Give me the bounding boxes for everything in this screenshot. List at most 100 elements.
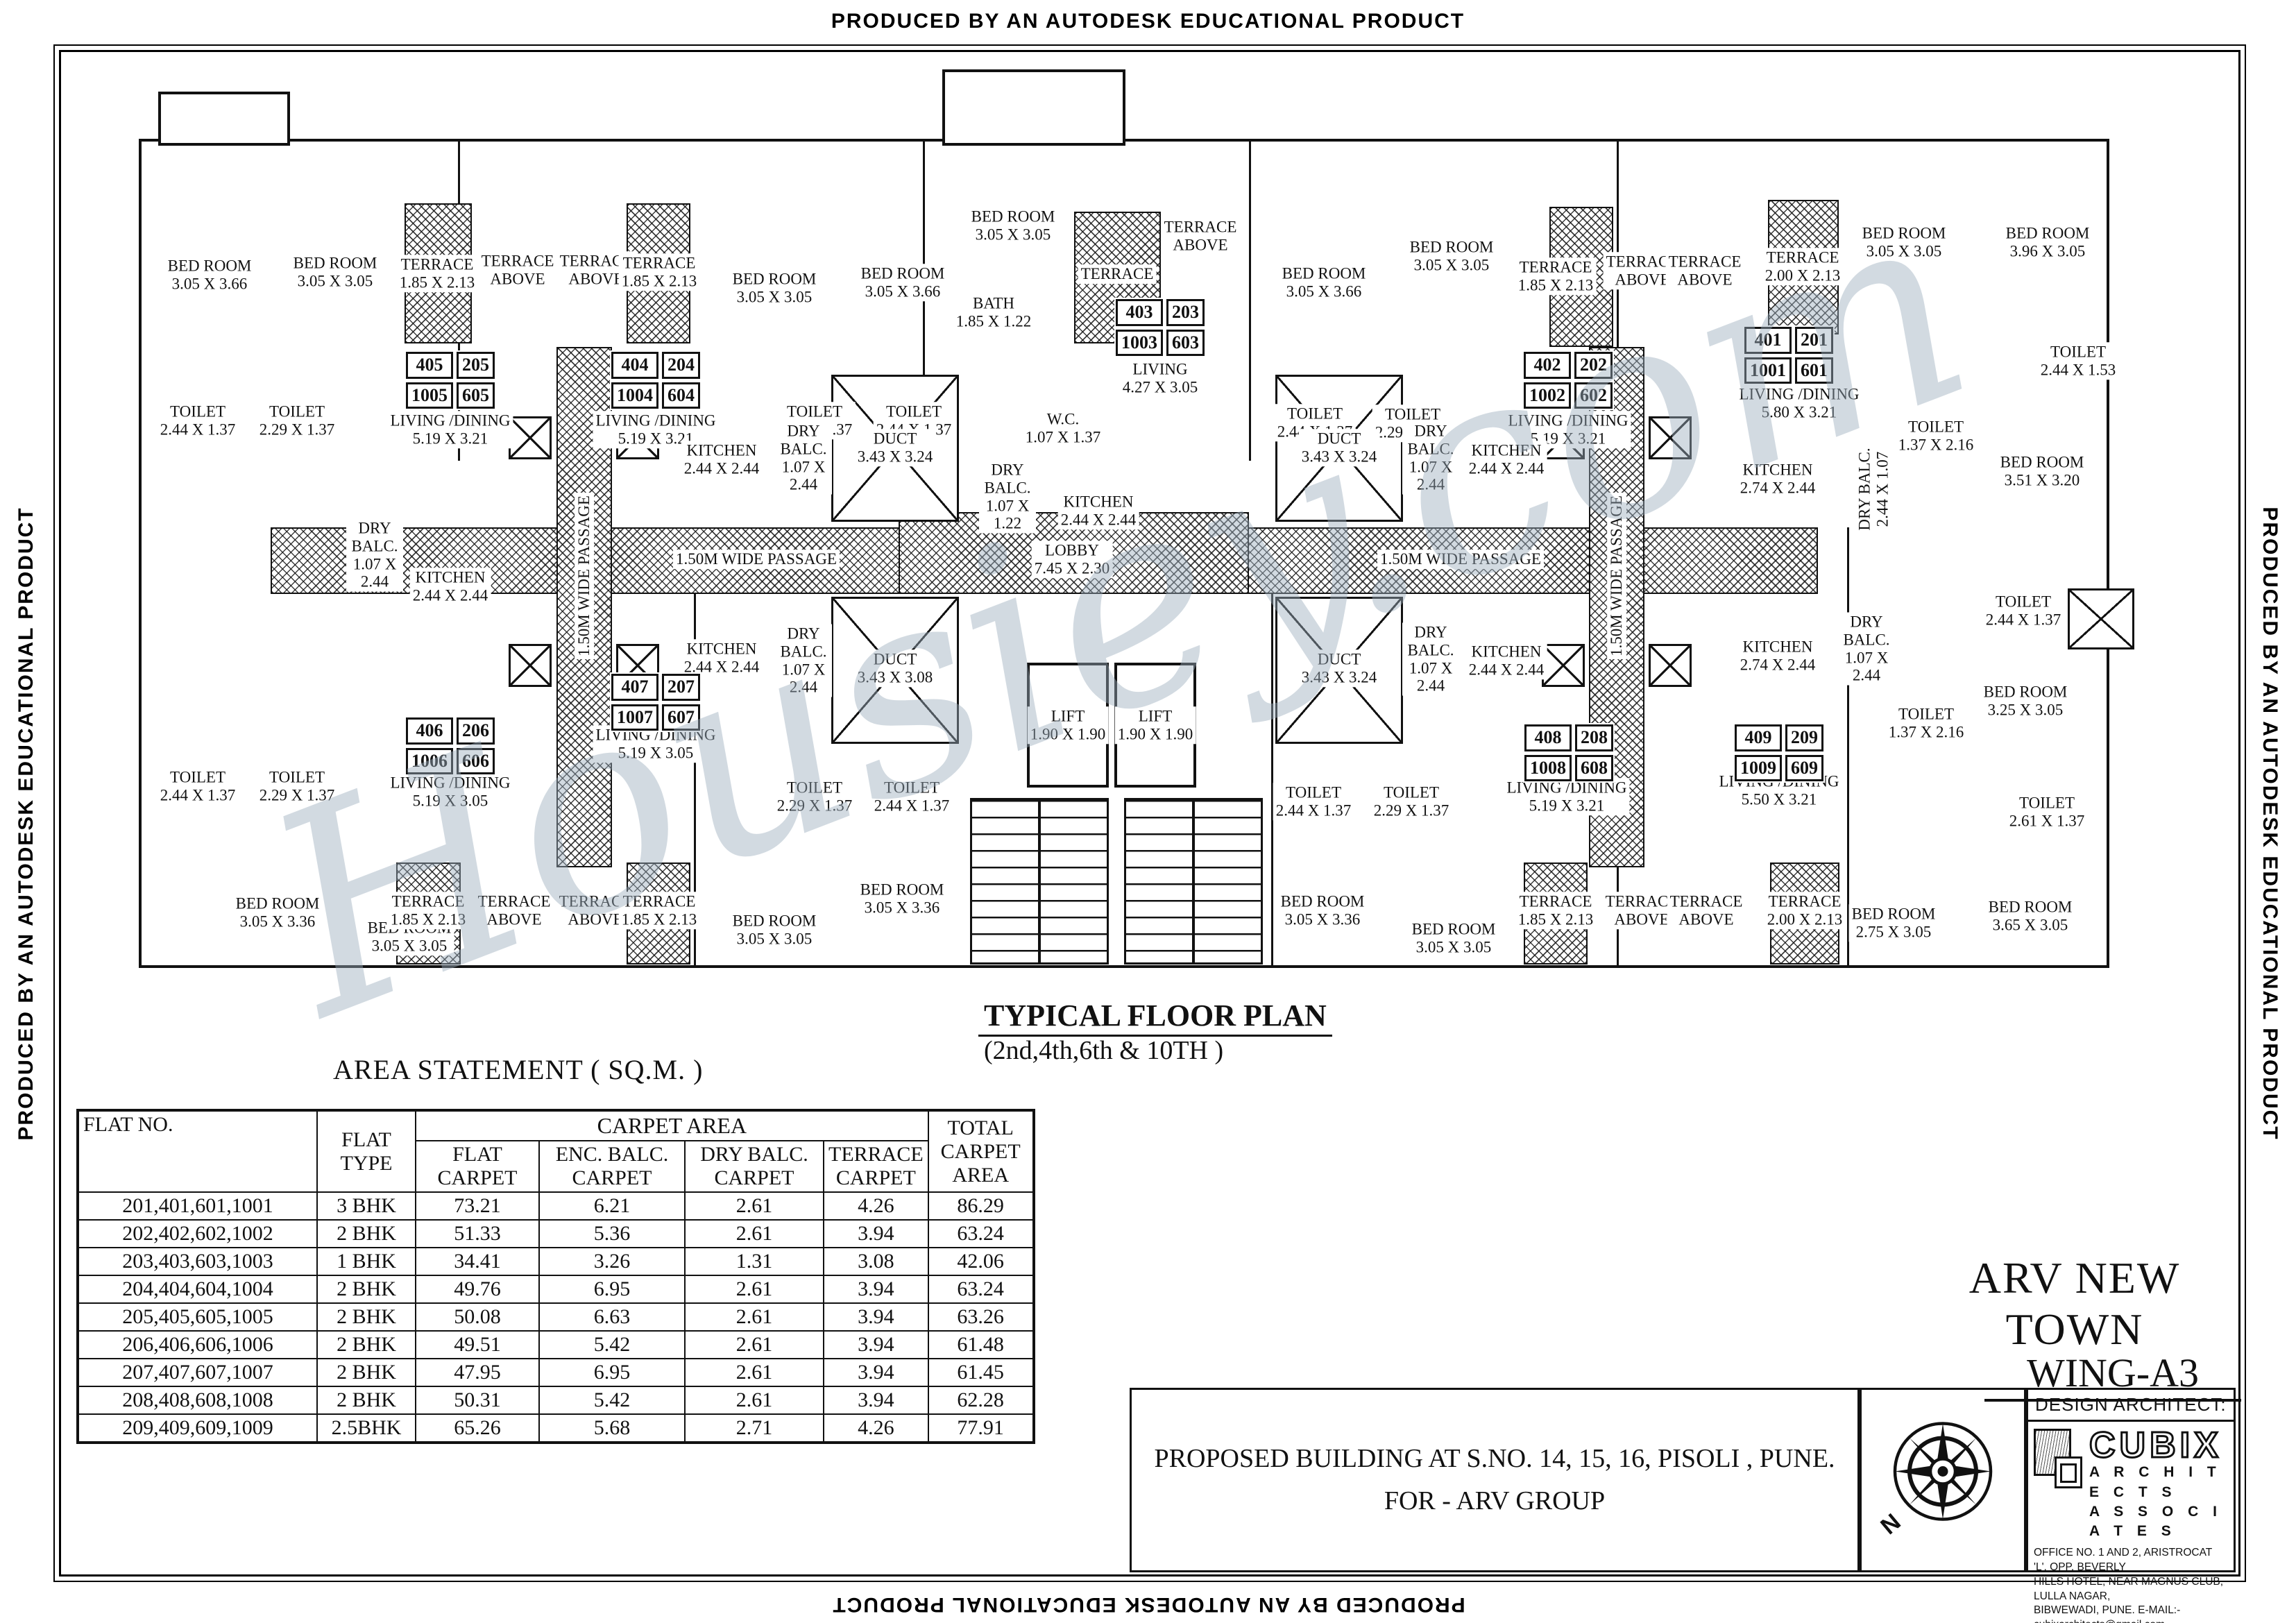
table-cell: 3.94 [823,1219,929,1248]
table-cell: 5.36 [538,1219,686,1248]
cubix-logo-icon [2034,1429,2082,1488]
room-label: DRY BALC.1.07 X 2.44 [1838,612,1895,686]
table-cell: 1 BHK [316,1247,416,1276]
bay-top-left [158,92,290,146]
firm-address-3: BIBWEWADI, PUNE. E-MAIL:- cubixarchitect… [2034,1604,2181,1623]
room-label: DRY BALC.1.07 X 2.44 [1402,421,1459,495]
table-cell: 2 BHK [316,1358,416,1387]
shaft [509,416,552,459]
table-cell: 203,403,603,1003 [77,1247,318,1276]
table-cell: 205,405,605,1005 [77,1302,318,1332]
table-cell: 50.31 [415,1386,540,1415]
bay-top-center [942,69,1125,146]
table-cell: 5.68 [538,1413,686,1443]
room-label: DRY BALC.1.07 X 2.44 [775,421,832,495]
col-flat-carpet: FLAT CARPET [415,1140,540,1193]
room-label: 1.50M WIDE PASSAGE [673,550,840,569]
table-cell: 6.63 [538,1302,686,1332]
wall [923,142,925,461]
north-compass-icon: N [1876,1419,1995,1540]
table-cell: 61.48 [927,1330,1035,1359]
table-cell: 63.24 [927,1275,1035,1304]
shaft [1649,416,1692,459]
table-cell: 47.95 [415,1358,540,1387]
table-cell: 2 BHK [316,1330,416,1359]
room-label: DRY BALC.1.07 X 1.22 [979,460,1036,534]
table-cell: 209,409,609,1009 [77,1413,318,1443]
table-cell: 2.61 [684,1386,824,1415]
table-cell: 2.71 [684,1413,824,1443]
table-cell: 2.61 [684,1330,824,1359]
table-cell: 50.08 [415,1302,540,1332]
compass-box: N [1860,1388,2026,1572]
duct-shaft [831,375,959,522]
col-flat-type: FLAT TYPE [316,1110,416,1193]
room-label: DRY BALC.1.07 X 2.44 [346,518,403,592]
autodesk-banner-bottom: PRODUCED BY AN AUTODESK EDUCATIONAL PROD… [831,1593,1465,1616]
firm-sub2: A S S O C I A T E S [2089,1504,2222,1540]
room-label: DRY BALC.2.44 X 1.07 [1855,445,1892,534]
col-total: TOTAL CARPET AREA [927,1110,1035,1193]
autodesk-banner-top: PRODUCED BY AN AUTODESK EDUCATIONAL PROD… [831,10,1465,33]
table-cell: 61.45 [927,1358,1035,1387]
wall [694,594,696,965]
wall [1271,594,1273,965]
table-cell: 86.29 [927,1191,1035,1221]
table-cell: 4.26 [823,1413,929,1443]
table-cell: 49.51 [415,1330,540,1359]
table-cell: 73.21 [415,1191,540,1221]
table-cell: 3.94 [823,1358,929,1387]
room-label: TERRACE [1078,264,1157,284]
table-cell: 6.21 [538,1191,686,1221]
plan-subtitle: (2nd,4th,6th & 10TH ) [984,1036,1224,1065]
table-cell: 201,401,601,1001 [77,1191,318,1221]
table-cell: 6.95 [538,1358,686,1387]
table-cell: 3.94 [823,1275,929,1304]
table-cell: 204,404,604,1004 [77,1275,318,1304]
room-label: 1.50M WIDE PASSAGE [1377,550,1544,569]
table-cell: 2.61 [684,1302,824,1332]
sheet-border [53,44,2246,1582]
table-cell: 65.26 [415,1413,540,1443]
table-cell: 63.24 [927,1219,1035,1248]
col-terrace: TERRACE CARPET [823,1140,929,1193]
table-cell: 2.61 [684,1358,824,1387]
